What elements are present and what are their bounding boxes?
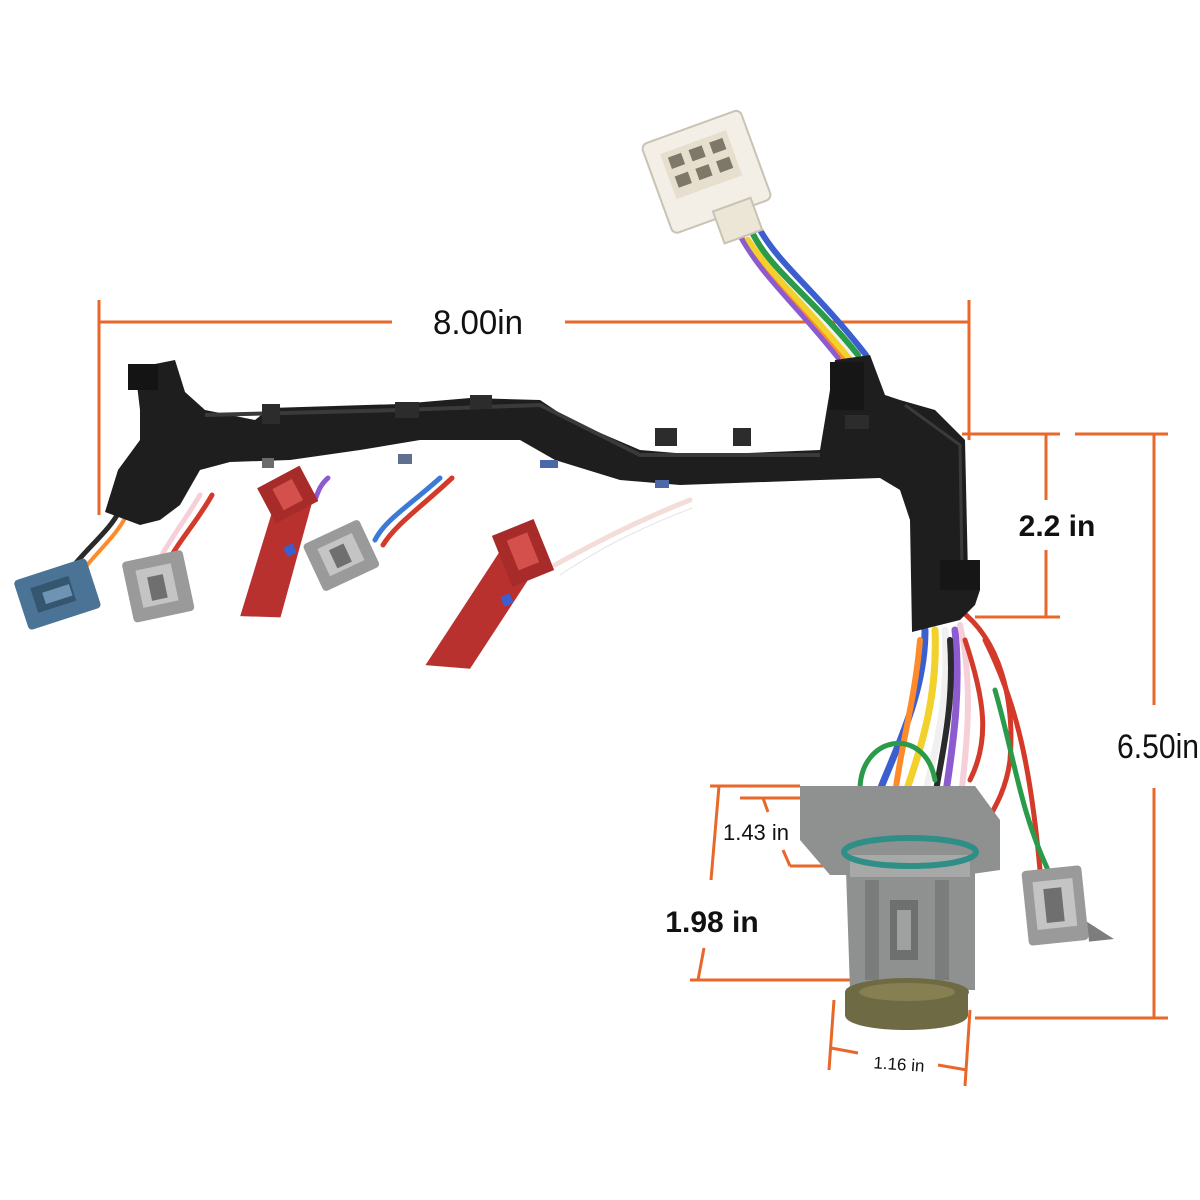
- flange-line-bottom: [781, 849, 792, 867]
- dimension-connector-label: 1.98 in: [665, 906, 758, 939]
- barrel-extension-right: [963, 1009, 972, 1087]
- solenoid-connector-icon: [1021, 865, 1114, 946]
- harness-carrier: [105, 355, 980, 632]
- solenoid-connector-icon: [425, 519, 555, 669]
- dimension-barrel-label: 1.16 in: [873, 1053, 925, 1076]
- wires: [67, 225, 1051, 873]
- dimension-height-label: 6.50in: [1117, 728, 1199, 766]
- white-6-pin-plug-icon: [641, 109, 772, 245]
- flange-line-top: [761, 797, 770, 813]
- dimension-lines: [97, 300, 1168, 1087]
- dimension-width-label: 8.00in: [433, 304, 523, 342]
- harness-rail: [105, 355, 980, 632]
- solenoid-connector-icon: [122, 550, 195, 623]
- conn-line-bottom: [696, 947, 706, 981]
- dimension-flange-label: 1.43 in: [723, 820, 789, 845]
- barrel-line-left: [830, 1046, 859, 1055]
- solenoid-connector-icon: [303, 520, 380, 591]
- solenoid-connector-icon: [240, 465, 319, 618]
- solenoid-connector-icon: [14, 558, 101, 630]
- conn-line-top: [709, 785, 721, 881]
- dimension-bracket-label: 2.2 in: [1019, 510, 1096, 543]
- round-transmission-connector-icon: [800, 786, 1000, 1030]
- barrel-line-right: [937, 1063, 968, 1072]
- barrel-extension-left: [827, 999, 836, 1071]
